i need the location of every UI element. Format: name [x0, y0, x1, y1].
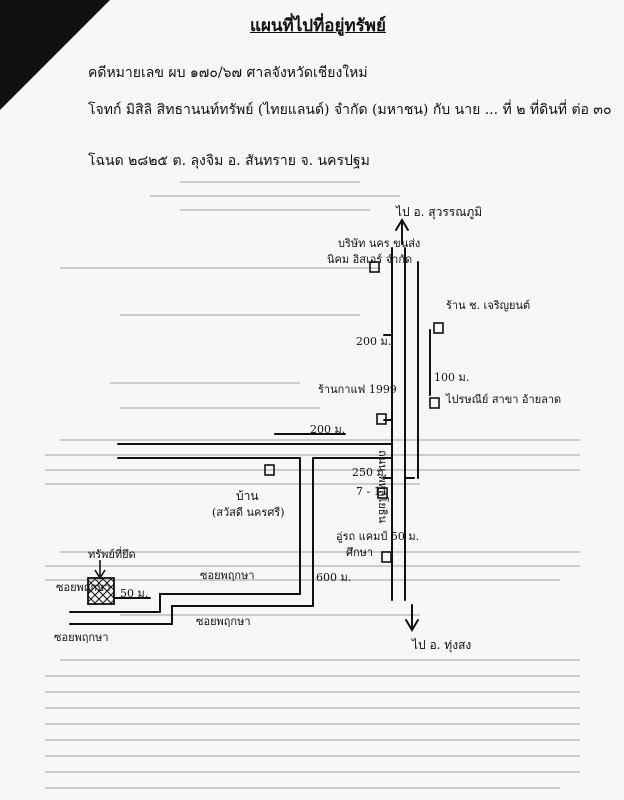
- north-arrow: [395, 218, 409, 245]
- garage-label: อู่รถ แคมป์ 50 ม.: [336, 530, 420, 543]
- garage-building: [381, 551, 392, 563]
- shop-north-label: ร้าน ช. เจริญยนต์: [446, 299, 531, 312]
- side-lane-top-label: ซอยพฤกษา: [56, 581, 111, 594]
- north-direction-label: ไป อ. สุวรรณภูมิ: [396, 205, 483, 219]
- company-label: บริษัท นคร ขนส่ง: [338, 237, 421, 250]
- map-title: แผนที่ไปที่อยู่ทรัพย์: [250, 16, 386, 36]
- coffee-shop-building: [376, 413, 387, 425]
- side-lane-bottom-label: ซอยพฤกษา: [54, 631, 109, 644]
- seven-eleven-building: [377, 487, 388, 499]
- company-building: [369, 261, 380, 273]
- coffee-shop-label: ร้านกาแฟ 1999: [318, 383, 397, 396]
- garage-sub-label: ศึกษา: [346, 546, 374, 559]
- property-parcel: [87, 560, 115, 605]
- distance-200-upper: 200 ม.: [356, 335, 392, 348]
- scan-corner-shadow: [0, 0, 110, 110]
- house-building: [264, 464, 275, 476]
- south-arrow: [405, 604, 419, 632]
- lane-lower-label: ซอยพฤกษา: [196, 615, 251, 628]
- south-direction-label: ไป อ. ทุ่งสง: [412, 638, 472, 652]
- title-deed-line: โฉนด ๒๘๒๕ ต. ลุงจิม อ. สันทราย จ. นครปฐม: [88, 153, 370, 169]
- post-office-label: ไปรษณีย์ สาขา อ้ายลาด: [446, 393, 562, 406]
- highway-ticks: [383, 334, 415, 479]
- post-office-building: [429, 397, 440, 409]
- distance-600: 600 ม.: [316, 571, 352, 584]
- case-number-line: คดีหมายเลข ผบ ๑๗๐/๖๗ ศาลจังหวัดเชียงใหม่: [88, 65, 368, 81]
- house-label: บ้าน: [236, 489, 259, 503]
- parties-line: โจทก์ มิสิลิ สิทธานนท์ทรัพย์ (ไทยแลนด์) …: [88, 102, 612, 118]
- lane-upper-label: ซอยพฤกษา: [200, 569, 255, 582]
- property-label: ทรัพย์ที่ยึด: [88, 548, 136, 561]
- distance-50: 50 ม.: [120, 587, 149, 600]
- south-lane-lower: [171, 605, 314, 625]
- company-sub-label: นิคม อิสเอร์ จำกัด: [327, 253, 413, 266]
- distance-200-road: 200 ม.: [310, 423, 346, 436]
- shop-north-building: [433, 322, 444, 334]
- distance-250: 250 ม.: [352, 466, 388, 479]
- distance-100: 100 ม.: [434, 371, 470, 384]
- seven-eleven-label: 7 - 11: [356, 485, 388, 498]
- house-sub-label: (สวัสดี นครศรี): [212, 506, 285, 519]
- west-road-lower-edge: [117, 457, 301, 595]
- south-lane-upper: [159, 593, 301, 613]
